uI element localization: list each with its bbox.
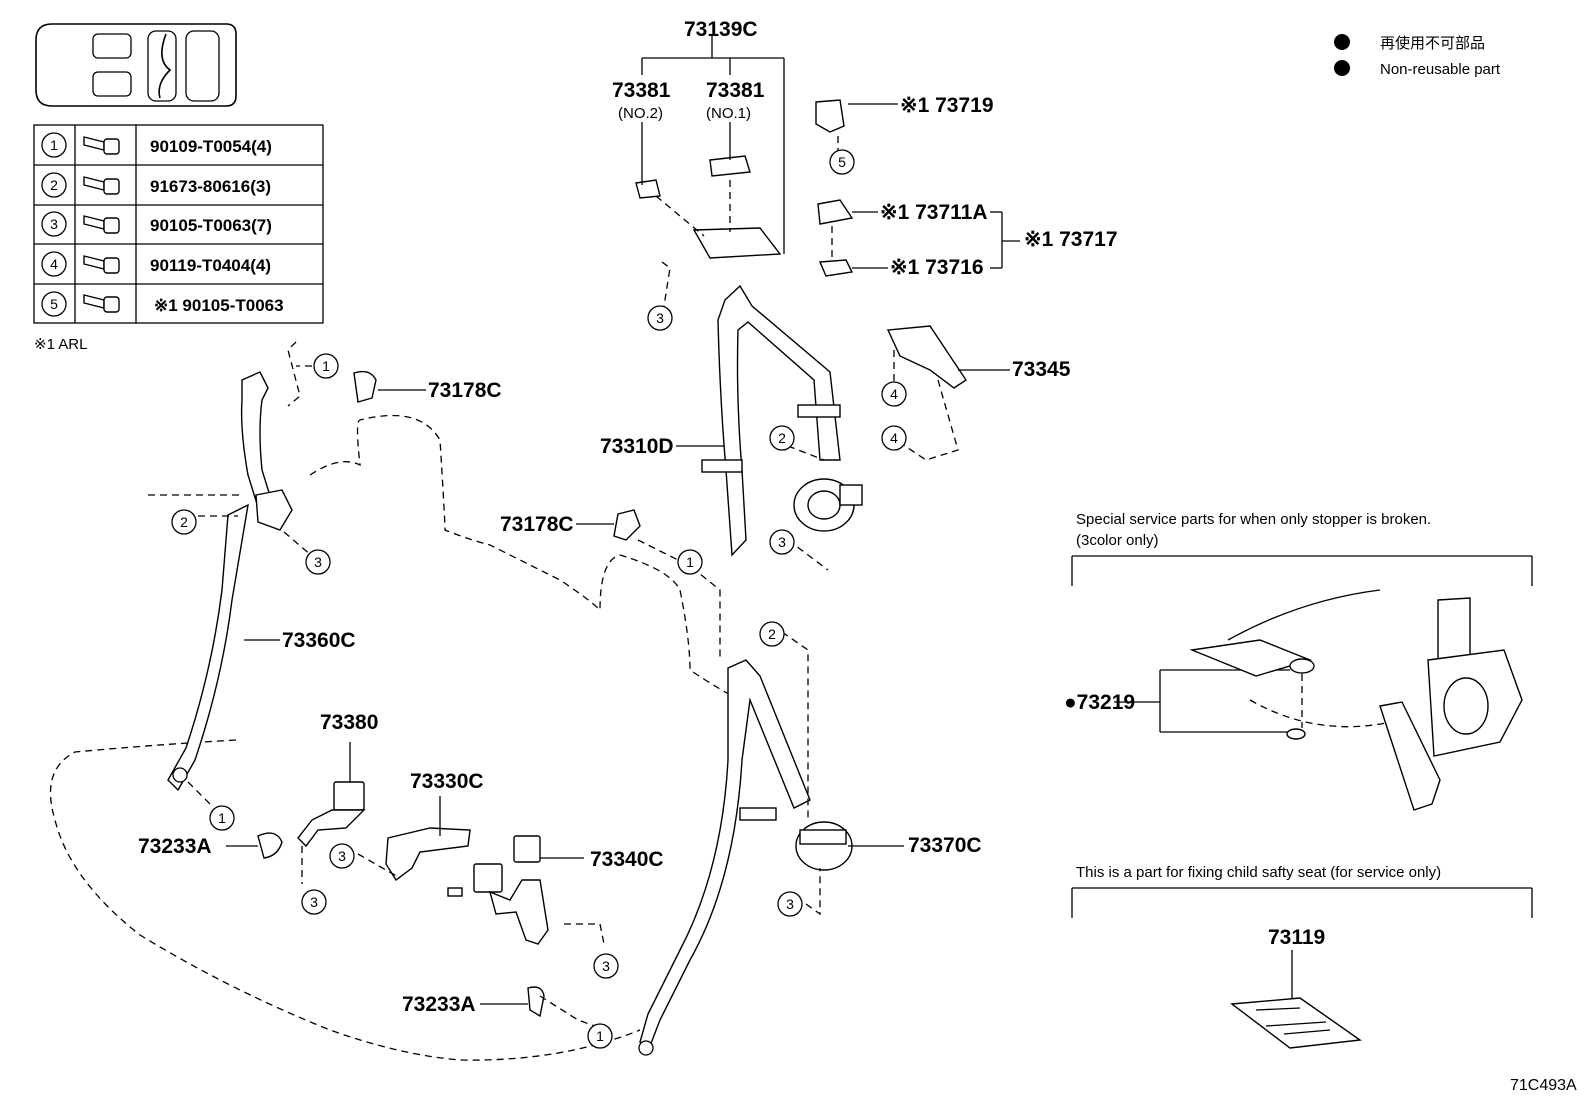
callout-3: 3: [786, 896, 794, 912]
callout-3: 3: [602, 958, 610, 974]
part-73381-no2: 73381: [612, 79, 671, 102]
part-73719: ※1 73719: [900, 94, 994, 117]
dashed-connectors: [186, 136, 959, 1029]
part-73717: ※1 73717: [1024, 228, 1118, 251]
clip-73711A: [817, 199, 854, 225]
callout-1: 1: [686, 554, 694, 570]
seat-belt-73310D: [701, 284, 863, 557]
buckle-73330C: [385, 827, 471, 897]
callouts: 1 2 3 1 3 3 3 1 3 2 3 1 2 3 5 4 4: [171, 149, 907, 1049]
part-73381-no2-sub: (NO.2): [618, 105, 663, 122]
stopper-note-line1: Special service parts for when only stop…: [1076, 511, 1431, 528]
bolt-row-3-part: 90105-T0063(7): [150, 216, 272, 235]
part-73711A: ※1 73711A: [880, 201, 988, 224]
part-73310D: 73310D: [600, 435, 674, 458]
diagram-code: 71C493A: [1510, 1077, 1577, 1094]
callout-2: 2: [778, 430, 786, 446]
seat-belt-73360C: [167, 371, 293, 792]
callout-2: 2: [768, 626, 776, 642]
part-73345: 73345: [1012, 358, 1071, 381]
bolt-row-5-part: ※1 90105-T0063: [154, 296, 284, 315]
bolt-table-numbers: 1 2 3 4 5: [41, 132, 67, 317]
part-73360C: 73360C: [282, 629, 356, 652]
callout-3: 3: [778, 534, 786, 550]
buckle-73380: [297, 781, 366, 848]
non-reusable-dot-icon: [1334, 34, 1350, 50]
child-seat-note: This is a part for fixing child safty se…: [1076, 864, 1441, 881]
part-73381-no1-sub: (NO.1): [706, 105, 751, 122]
callout-5: 5: [838, 154, 846, 170]
part-73380: 73380: [320, 711, 378, 734]
stopper-note-line2: (3color only): [1076, 532, 1159, 549]
bolt-row-3-number: 3: [50, 216, 58, 232]
callout-1: 1: [596, 1028, 604, 1044]
seat-outline: [49, 414, 741, 1061]
buckle-73340C: [473, 835, 549, 945]
cover-73233A-bottom: [527, 986, 545, 1018]
child-seat-box: [1071, 887, 1533, 1049]
cover-73178C-mid: [613, 509, 641, 541]
bracket-73345: [886, 325, 967, 389]
legend-jp-label: 再使用不可部品: [1380, 35, 1485, 52]
callout-3: 3: [314, 554, 322, 570]
bolt-row-1-part: 90109-T0054(4): [150, 137, 272, 156]
callout-3: 3: [310, 894, 318, 910]
vehicle-location-icon: [35, 23, 237, 107]
callout-2: 2: [180, 514, 188, 530]
callout-3: 3: [338, 848, 346, 864]
callout-4: 4: [890, 386, 898, 402]
bolt-row-2-number: 2: [50, 177, 58, 193]
part-73340C: 73340C: [590, 848, 664, 871]
callout-3: 3: [656, 310, 664, 326]
part-73330C: 73330C: [410, 770, 484, 793]
bolt-row-2-part: 91673-80616(3): [150, 177, 271, 196]
bolt-row-1-number: 1: [50, 137, 58, 153]
part-73219: ●73219: [1064, 691, 1135, 714]
clip-73719: [815, 99, 845, 133]
callout-1: 1: [322, 358, 330, 374]
part-73178C-mid: 73178C: [500, 513, 574, 536]
footnote: ※1 ARL: [34, 336, 87, 353]
bracket-73139C: [635, 155, 782, 259]
part-73178C-top: 73178C: [428, 379, 502, 402]
non-reusable-dot-icon: [1334, 60, 1350, 76]
part-73139C: 73139C: [684, 18, 758, 41]
cover-73178C-top: [353, 370, 377, 403]
seat-belt-73370C: [638, 659, 853, 1056]
part-73119: 73119: [1268, 926, 1325, 949]
bolt-row-4-part: 90119-T0404(4): [150, 256, 271, 275]
part-73381-no1: 73381: [706, 79, 765, 102]
bolt-row-4-number: 4: [50, 256, 58, 272]
callout-1: 1: [218, 810, 226, 826]
legend-en-label: Non-reusable part: [1380, 61, 1501, 78]
cover-73233A-left: [257, 832, 283, 859]
bolt-icon: [83, 136, 120, 313]
part-73370C: 73370C: [908, 834, 982, 857]
part-73233A-bottom: 73233A: [402, 993, 476, 1016]
part-73233A-left: 73233A: [138, 835, 212, 858]
stopper-service-box: [1071, 555, 1533, 811]
part-73716: ※1 73716: [890, 256, 984, 279]
clip-73716: [818, 259, 854, 277]
callout-4: 4: [890, 430, 898, 446]
bolt-table: [33, 124, 324, 324]
bolt-row-5-number: 5: [50, 296, 58, 312]
